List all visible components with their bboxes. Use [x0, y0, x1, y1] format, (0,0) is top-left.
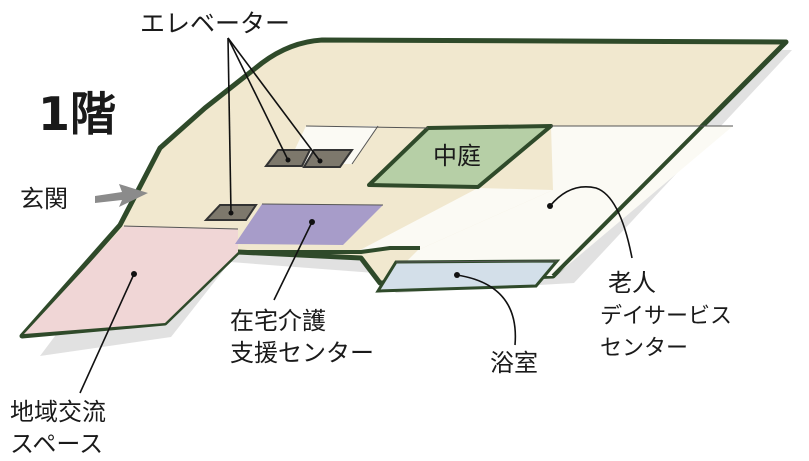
day-service-area [392, 126, 733, 276]
home-care-label-2: 支援センター [230, 339, 374, 367]
wall-bottom-hall [238, 246, 420, 254]
dot-elevator-2 [317, 158, 323, 164]
thin-line-1 [305, 125, 429, 129]
community-label-2: スペース [10, 430, 103, 458]
floor-title: 1階 [38, 87, 116, 141]
leader-day-service [549, 186, 633, 259]
leader-elevator-2 [227, 37, 321, 162]
thin-lines [123, 125, 733, 263]
entrance-arrow-icon [95, 184, 148, 207]
home-care-label-1: 在宅介護 [230, 307, 326, 335]
thin-line-4 [123, 225, 239, 230]
leader-community [79, 273, 135, 394]
bath-room [375, 259, 561, 293]
dot-bath [454, 272, 460, 278]
thin-line-6 [395, 260, 558, 263]
dot-elevator-3 [228, 210, 234, 216]
leader-elevator-3 [227, 37, 232, 214]
dot-community [131, 271, 137, 277]
dot-day-service [547, 203, 553, 209]
thin-line-2 [351, 125, 379, 165]
dot-elevator-1 [285, 157, 291, 163]
leader-bath [456, 274, 517, 346]
leader-home-care [273, 221, 313, 301]
elevator-icon [302, 149, 354, 168]
bath-label: 浴室 [490, 349, 538, 377]
courtyard [367, 124, 553, 189]
community-label-1: 地域交流 [10, 398, 106, 426]
elevator-label: エレベーター [140, 9, 290, 38]
home-care-center [235, 204, 383, 245]
thin-line-5 [261, 203, 384, 206]
leader-dots [131, 157, 553, 278]
leader-lines [79, 37, 633, 394]
day-service-label-3: センター [600, 336, 688, 361]
day-service-area-2 [360, 188, 553, 250]
interior-walls [238, 40, 788, 278]
dot-home-care [309, 219, 315, 225]
day-service-label-1: 老人 [608, 269, 656, 297]
day-service-label-2: デイサービス [600, 304, 732, 329]
entrance-label: 玄関 [20, 185, 68, 213]
courtyard-label: 中庭 [433, 142, 481, 170]
wall-right-edge [551, 40, 788, 278]
leader-elevator-1 [227, 37, 289, 161]
